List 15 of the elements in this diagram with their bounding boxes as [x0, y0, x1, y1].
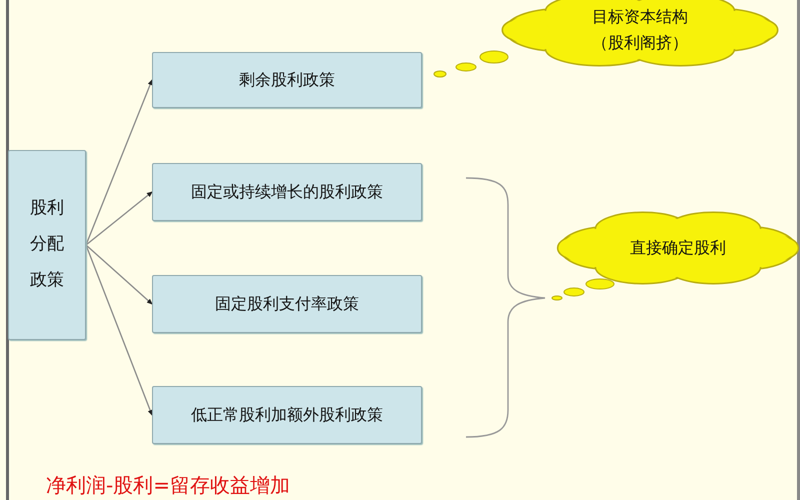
root-box	[8, 150, 86, 340]
node-text: 低正常股利加额外股利政策	[191, 405, 383, 425]
policy-box	[152, 52, 422, 108]
node-text: 股利分配政策	[28, 197, 65, 292]
formula-note: 净利润-股利=留存收益增加	[46, 472, 290, 499]
connector-line	[85, 244, 153, 416]
node-text: 固定股利支付率政策	[215, 294, 359, 314]
policy-box	[152, 386, 422, 444]
connector-line	[86, 191, 153, 246]
policy-box	[152, 275, 422, 333]
connector-line	[85, 79, 153, 246]
policy-box	[152, 163, 422, 221]
node-text: 剩余股利政策	[239, 70, 335, 90]
connector-line	[86, 244, 153, 305]
node-text: 固定或持续增长的股利政策	[191, 182, 383, 202]
